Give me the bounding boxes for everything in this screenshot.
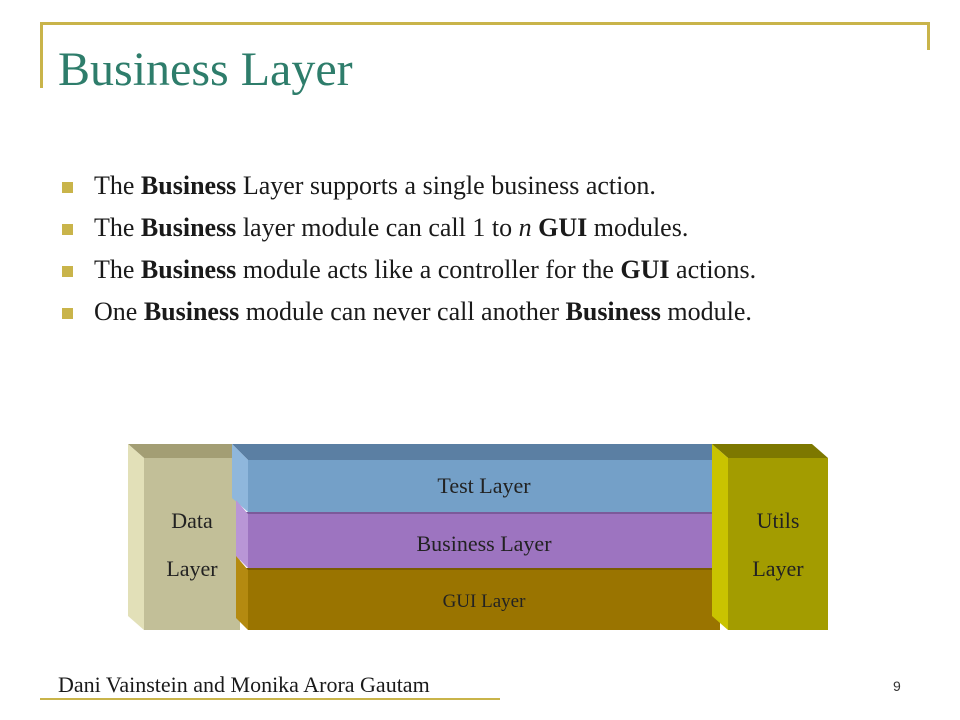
bullet-text-segment: module. (660, 297, 752, 326)
bullet-text-segment: GUI (538, 213, 588, 242)
gui-layer-side-face (236, 556, 248, 630)
business-layer-top-face (240, 512, 720, 518)
footer-underline (40, 698, 500, 700)
bullet-item: The Business module acts like a controll… (62, 254, 902, 286)
frame-top-line (40, 22, 930, 25)
bullet-item: The Business layer module can call 1 to … (62, 212, 902, 244)
bullet-text-segment: One (94, 297, 144, 326)
utils-layer-label-line1: Utils (757, 508, 800, 533)
bullet-text-segment: The (94, 255, 141, 284)
test-layer-block: Test Layer (232, 444, 720, 512)
bullet-text-segment: Business (140, 255, 237, 284)
gui-layer-front-face (248, 570, 720, 630)
data-layer-label-line1: Data (171, 508, 213, 533)
bullet-text-segment: actions. (669, 255, 757, 284)
page-number: 9 (893, 678, 901, 694)
bullet-text-segment: GUI (620, 255, 670, 284)
bullet-text-segment: The (94, 213, 141, 242)
bullet-text-segment: module can never call another (239, 297, 566, 326)
utils-layer-label-line2: Layer (752, 556, 804, 581)
data-layer-side-face (128, 444, 144, 630)
test-layer-label: Test Layer (437, 473, 531, 498)
bullet-text-segment: modules. (587, 213, 689, 242)
business-layer-front-face (248, 514, 720, 568)
business-layer-label: Business Layer (416, 531, 552, 556)
slide-title: Business Layer (58, 43, 353, 96)
frame-right-line (927, 22, 930, 50)
footer-authors: Dani Vainstein and Monika Arora Gautam (58, 672, 430, 697)
gui-layer-top-face (240, 568, 720, 574)
bullet-text-segment: n (518, 213, 532, 242)
gui-layer-block: GUI Layer (236, 556, 720, 630)
bullet-text-segment: layer module can call 1 to (236, 213, 519, 242)
bullet-list: The Business Layer supports a single bus… (62, 170, 902, 338)
bullet-text-segment: module acts like a controller for the (236, 255, 621, 284)
data-layer-block: Data Layer (128, 444, 240, 630)
bullet-text-segment: The (94, 171, 141, 200)
bullet-item: The Business Layer supports a single bus… (62, 170, 902, 202)
gui-layer-label: GUI Layer (443, 591, 526, 612)
test-layer-front-face (248, 460, 720, 512)
business-layer-block: Business Layer (236, 500, 720, 568)
bullet-text-segment: Business (565, 297, 661, 326)
frame-left-line (40, 22, 43, 88)
business-layer-side-face (236, 500, 248, 568)
utils-layer-block: Utils Layer (712, 444, 828, 630)
test-layer-top-face (232, 444, 720, 460)
data-layer-label-line2: Layer (166, 556, 218, 581)
bullet-item: One Business module can never call anoth… (62, 296, 902, 328)
utils-layer-front-face (728, 458, 828, 630)
utils-layer-top-face (712, 444, 828, 458)
data-layer-front-face (144, 458, 240, 630)
bullet-text-segment: Business (140, 171, 237, 200)
utils-layer-side-face (712, 444, 728, 630)
bullet-text-segment: Business (140, 213, 237, 242)
bullet-text-segment: Layer supports a single business action. (236, 171, 656, 200)
bullet-text-segment: Business (143, 297, 240, 326)
data-layer-top-face (128, 444, 240, 458)
test-layer-side-face (232, 444, 248, 512)
